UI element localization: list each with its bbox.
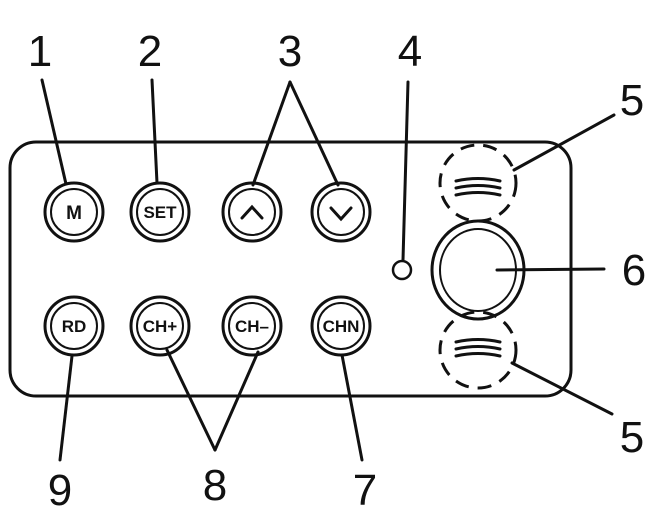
leader-2 xyxy=(150,78,159,185)
leader-3b xyxy=(288,80,340,187)
chevron-down-icon xyxy=(329,206,353,222)
down-button[interactable] xyxy=(310,181,372,243)
leader-3a xyxy=(251,80,292,187)
callout-5-bottom: 5 xyxy=(620,413,644,462)
callout-6: 6 xyxy=(622,246,646,295)
ch-minus-button[interactable]: CH– xyxy=(221,295,283,357)
ch-minus-button-label: CH– xyxy=(235,317,269,336)
callout-2: 2 xyxy=(138,27,162,76)
bottom-sensor-area xyxy=(438,310,518,390)
m-button-label: M xyxy=(66,203,82,224)
top-sensor-area xyxy=(438,143,518,223)
leader-7 xyxy=(340,353,364,462)
leader-8a xyxy=(165,348,217,452)
indicator-led xyxy=(391,259,413,281)
callout-9: 9 xyxy=(48,466,72,515)
chn-button-label: CHN xyxy=(323,317,360,336)
leader-5-bottom xyxy=(510,361,614,416)
m-button[interactable]: M xyxy=(43,181,105,243)
callout-3: 3 xyxy=(278,27,302,76)
rd-button[interactable]: RD xyxy=(43,295,105,357)
chn-button[interactable]: CHN xyxy=(310,295,372,357)
leader-6 xyxy=(495,267,606,272)
chevron-up-icon xyxy=(240,204,264,220)
ch-plus-button-label: CH+ xyxy=(143,317,178,336)
set-button-label: SET xyxy=(143,203,177,222)
up-button[interactable] xyxy=(221,181,283,243)
leader-4 xyxy=(401,80,410,262)
leader-8b xyxy=(213,350,260,452)
callout-1: 1 xyxy=(28,27,52,76)
ch-plus-button[interactable]: CH+ xyxy=(129,295,191,357)
callout-5-top: 5 xyxy=(620,76,644,125)
leader-5-top xyxy=(512,113,616,172)
leader-1 xyxy=(40,78,68,186)
set-button[interactable]: SET xyxy=(129,181,191,243)
callout-8: 8 xyxy=(203,461,227,510)
callout-7: 7 xyxy=(353,466,377,515)
rd-button-label: RD xyxy=(62,317,87,336)
callout-4: 4 xyxy=(398,27,422,76)
leader-9 xyxy=(58,354,74,462)
